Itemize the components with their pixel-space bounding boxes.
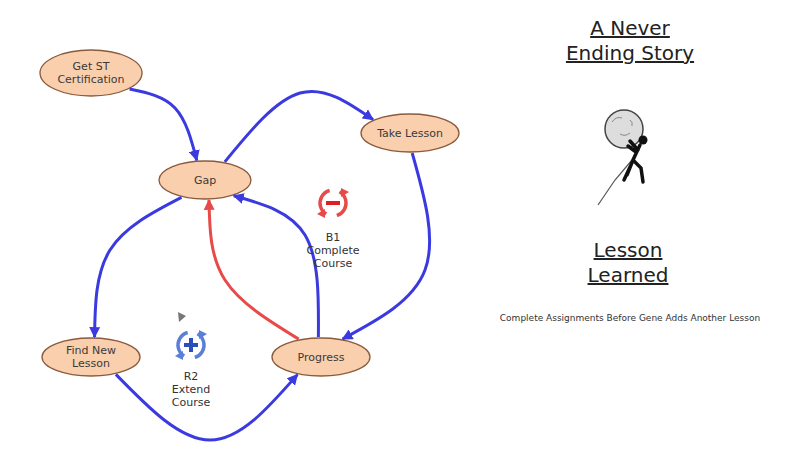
minus-sign xyxy=(326,201,340,205)
node-label: Find New Lesson xyxy=(51,344,131,370)
causal-arrow xyxy=(234,196,319,337)
node-label: Take Lesson xyxy=(370,127,450,140)
loop-arrowhead xyxy=(199,330,207,339)
reinforcing-loop-icon xyxy=(173,312,209,363)
loop-arrowhead xyxy=(175,351,183,360)
hill-slope xyxy=(598,160,632,205)
boulder-shading xyxy=(612,118,632,136)
oval-shape xyxy=(159,161,251,199)
loop-arrowhead xyxy=(317,209,325,218)
causal-arrow xyxy=(343,153,430,339)
loop-arc xyxy=(315,185,351,221)
causal-arrow xyxy=(209,200,299,339)
oval-node: Gap xyxy=(158,160,252,200)
diagram-title: A Never Ending Story xyxy=(553,16,707,66)
boulder xyxy=(605,110,643,148)
oval-shape xyxy=(42,338,140,376)
causal-arrow xyxy=(116,374,298,440)
oval-shape xyxy=(272,338,370,376)
plus-sign xyxy=(189,338,193,352)
lesson-heading: Lesson Learned xyxy=(563,238,693,288)
oval-node: Progress xyxy=(271,337,371,377)
loop-label: R2 Extend Course xyxy=(163,370,219,409)
loop-label: B1 Complete Course xyxy=(305,231,361,270)
oval-node: Take Lesson xyxy=(360,113,460,153)
causal-arrow xyxy=(130,89,197,160)
oval-node: Find New Lesson xyxy=(41,337,141,377)
node-label: Progress xyxy=(281,351,361,364)
oval-shape xyxy=(40,50,142,96)
note-text: Complete Assignments Before Gene Adds An… xyxy=(470,313,790,324)
small-pointer xyxy=(178,312,186,322)
figure-body xyxy=(624,141,643,182)
causal-arrow xyxy=(225,91,373,162)
node-label: Get ST Certification xyxy=(51,60,131,86)
loop-arrowhead xyxy=(341,188,349,197)
figure-head xyxy=(639,136,648,145)
balancing-loop-icon xyxy=(315,185,351,221)
node-label: Gap xyxy=(165,174,245,187)
causal-arrow xyxy=(95,197,182,337)
sisyphus-illustration xyxy=(598,110,648,205)
oval-node: Get ST Certification xyxy=(39,49,143,97)
oval-shape xyxy=(361,114,459,152)
loop-arc xyxy=(173,327,209,363)
